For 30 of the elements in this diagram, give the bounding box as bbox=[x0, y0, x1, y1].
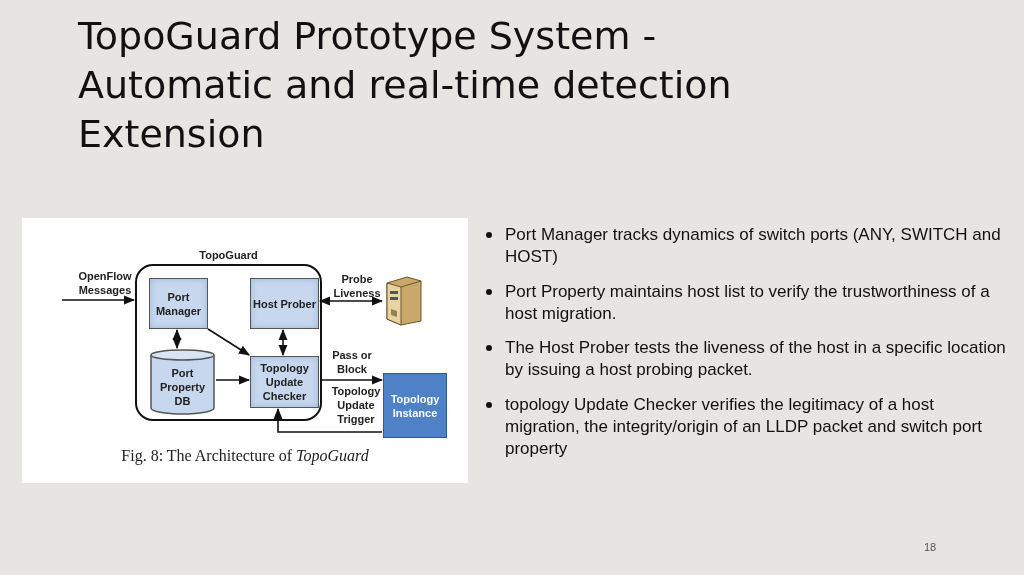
node-label: Port Manager bbox=[154, 289, 203, 318]
arrow bbox=[172, 328, 182, 350]
arrow bbox=[61, 295, 136, 305]
arrow bbox=[278, 328, 288, 357]
edge-label: OpenFlow Messages bbox=[77, 269, 133, 297]
process-box bbox=[250, 278, 319, 329]
arrow bbox=[207, 328, 250, 356]
figure-caption: Fig. 8: The Architecture of TopoGuard bbox=[120, 447, 370, 465]
arrow bbox=[319, 375, 384, 385]
edge-label: Pass or Block bbox=[331, 348, 373, 376]
slide-title: TopoGuard Prototype System - Automatic and real-time detection Extension bbox=[78, 13, 733, 158]
process-box bbox=[383, 373, 447, 438]
process-box bbox=[149, 278, 208, 329]
server-icon bbox=[383, 275, 423, 326]
edge-label: Topology Update Trigger bbox=[330, 384, 382, 426]
bullet-text: The Host Prober tests the liveness of the host in a specific location by issuing a host probing packet. bbox=[505, 337, 1006, 381]
node-label: Port Property DB bbox=[158, 366, 207, 408]
database-cylinder bbox=[150, 349, 215, 415]
edge-label: Probe Liveness bbox=[332, 272, 382, 300]
page-number: 18 bbox=[922, 541, 938, 553]
node-label: Topology Instance bbox=[389, 391, 441, 420]
bullet-text: Port Property maintains host list to verify the trustworthiness of a host migration. bbox=[505, 281, 991, 325]
arrow bbox=[273, 407, 383, 433]
bullet-text: Port Manager tracks dynamics of switch ports (ANY, SWITCH and HOST) bbox=[505, 224, 1002, 268]
bullet-text: topology Update Checker verifies the legitimacy of a host migration, the integrity/origin of an LLDP packet and switch port property bbox=[505, 394, 983, 460]
arrow bbox=[215, 375, 251, 385]
node-label: Host Prober bbox=[253, 296, 316, 311]
process-box bbox=[250, 356, 319, 408]
node-label: Topology Update Checker bbox=[259, 361, 310, 403]
group-title: TopoGuard bbox=[198, 248, 259, 263]
